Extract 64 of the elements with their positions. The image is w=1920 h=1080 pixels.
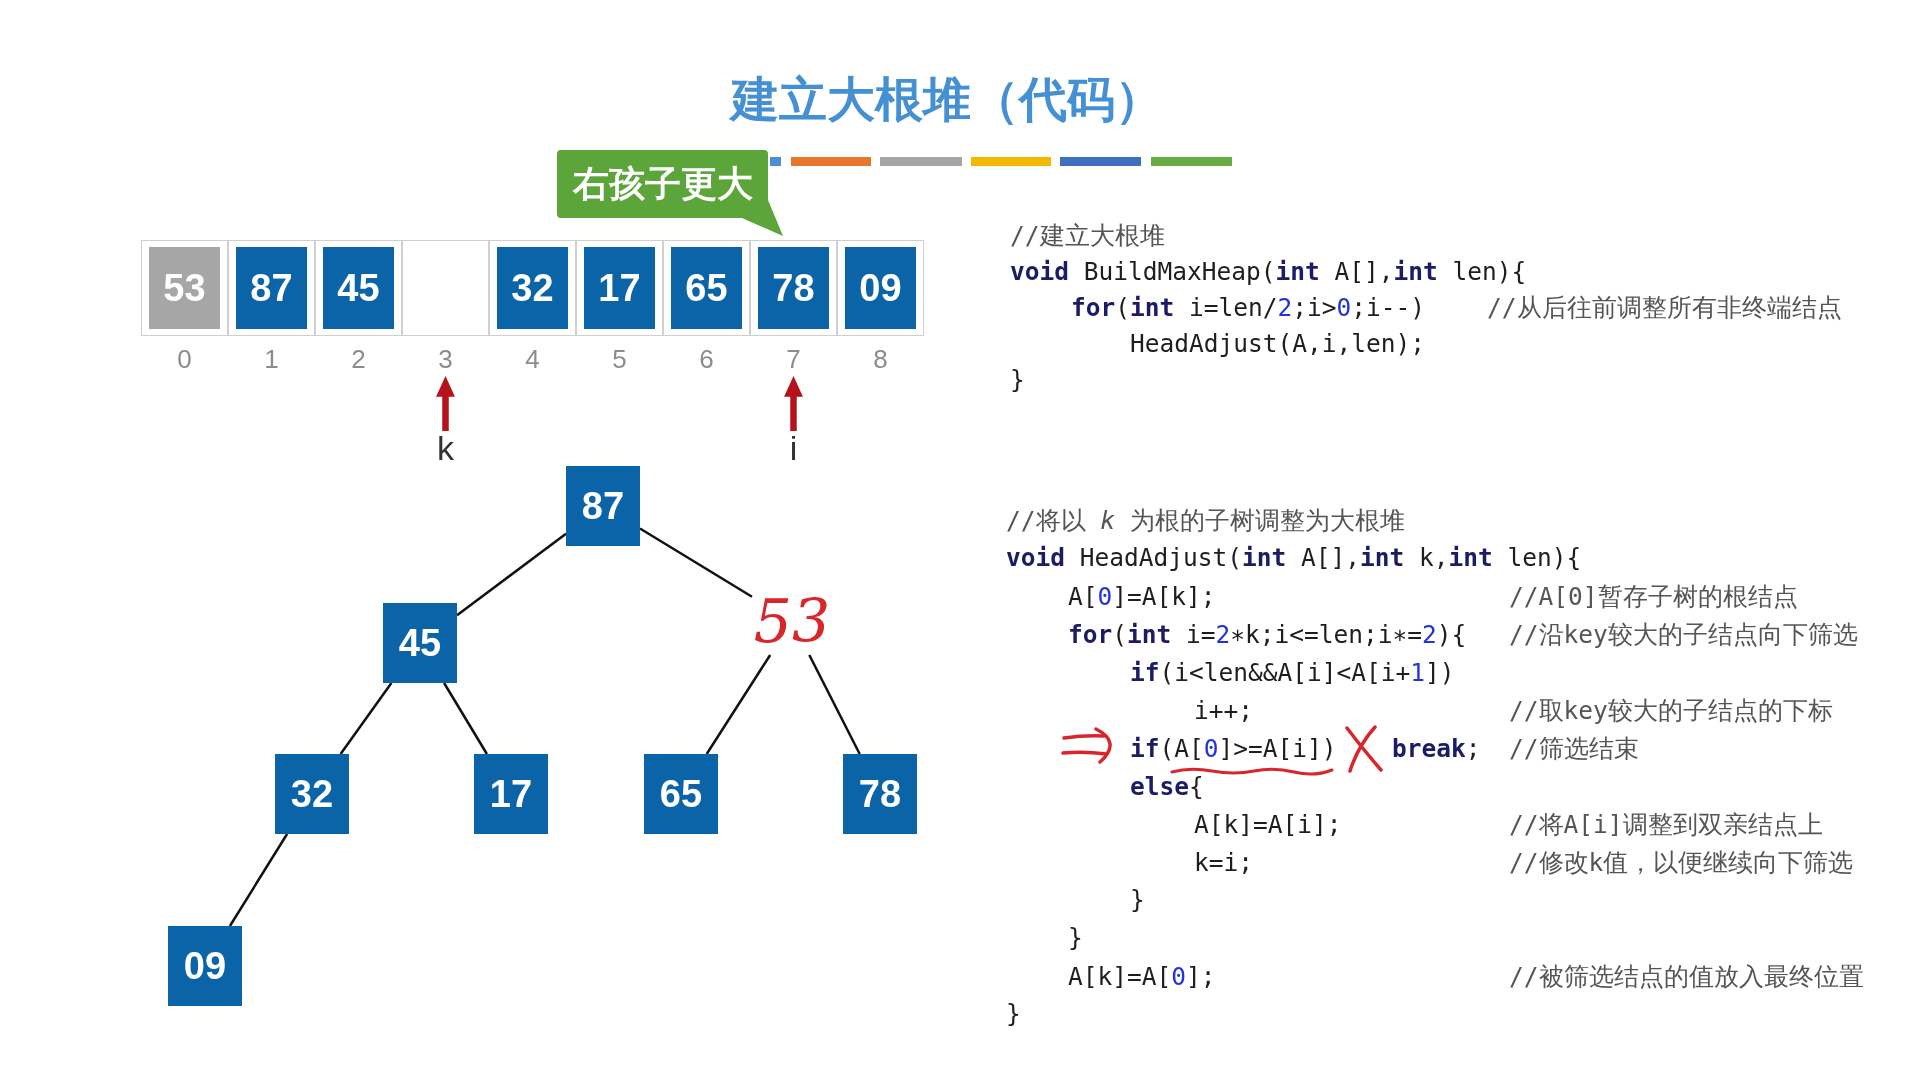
code-line: k=i; [1194, 848, 1253, 878]
connector-line [443, 682, 488, 755]
code-comment: //将以 k 为根的子树调整为大根堆 [1006, 506, 1405, 536]
array-cell: 53 [141, 240, 228, 336]
tree-node: 87 [566, 466, 640, 546]
index-number: 7 [786, 344, 801, 374]
array-cell: 65 [663, 240, 750, 336]
array-cell: 17 [576, 240, 663, 336]
tree-node: 45 [383, 603, 457, 683]
code-line: A[k]=A[0]; [1068, 962, 1216, 992]
code-line: } [1010, 365, 1025, 395]
code-line: HeadAdjust(A,i,len); [1130, 329, 1425, 359]
connector-line [339, 682, 393, 755]
code-comment: //A[0]暂存子树的根结点 [1509, 582, 1798, 612]
tree-node: 32 [275, 754, 349, 834]
code-comment: //筛选结束 [1509, 734, 1639, 764]
code-comment: //沿key较大的子结点向下筛选 [1509, 620, 1858, 650]
tree-node: 78 [843, 754, 917, 834]
index-number: 3 [438, 344, 453, 374]
code-line: void HeadAdjust(int A[],int k,int len){ [1006, 543, 1582, 573]
handwritten-number: 53 [752, 587, 832, 655]
code-line: for(int i=2∗k;i<=len;i∗=2){ [1068, 620, 1467, 650]
code-comment: //取key较大的子结点的下标 [1509, 696, 1833, 726]
code-line: else{ [1130, 772, 1204, 802]
index-number: 4 [525, 344, 540, 374]
code-line: } [1068, 923, 1083, 953]
array-cell: 09 [837, 240, 924, 336]
index-number: 2 [351, 344, 366, 374]
tree-node: 65 [644, 754, 718, 834]
array-cell: 32 [489, 240, 576, 336]
index-number: 5 [612, 344, 627, 374]
index-number: 6 [699, 344, 714, 374]
pointer-label: i [789, 431, 798, 465]
tree-node: 09 [168, 926, 242, 1006]
connector-line [639, 527, 753, 598]
tree-node: 17 [474, 754, 548, 834]
code-comment: //将A[i]调整到双亲结点上 [1509, 810, 1823, 840]
connector-line [705, 654, 772, 755]
pointer-label: k [437, 431, 454, 465]
code-comment: //建立大根堆 [1010, 221, 1165, 251]
code-comment: //从后往前调整所有非终端结点 [1487, 293, 1842, 323]
array-cell: 87 [228, 240, 315, 336]
connector-line [808, 654, 861, 755]
index-number: 0 [177, 344, 192, 374]
code-line: break; [1392, 734, 1481, 764]
code-line: A[0]=A[k]; [1068, 582, 1216, 612]
code-comment: //被筛选结点的值放入最终位置 [1509, 962, 1864, 992]
index-number: 1 [264, 344, 279, 374]
connector-line [456, 532, 567, 617]
code-line: if(A[0]>=A[i]) [1130, 734, 1337, 764]
code-line: for(int i=len/2;i>0;i--) [1071, 293, 1426, 323]
array-cell: 78 [750, 240, 837, 336]
code-line: i++; [1194, 696, 1253, 726]
index-number: 8 [873, 344, 888, 374]
code-line: if(i<len&&A[i]<A[i+1]) [1130, 658, 1455, 688]
code-line: } [1006, 999, 1021, 1029]
code-line: void BuildMaxHeap(int A[],int len){ [1010, 257, 1527, 287]
array-cell: 45 [315, 240, 402, 336]
connector-line [228, 833, 289, 927]
title: 建立大根堆（代码） [731, 70, 1163, 128]
code-comment: //修改k值，以便继续向下筛选 [1509, 848, 1854, 878]
speech-bubble: 右孩子更大 [557, 150, 783, 236]
code-line: A[k]=A[i]; [1194, 810, 1342, 840]
code-line: } [1130, 885, 1145, 915]
